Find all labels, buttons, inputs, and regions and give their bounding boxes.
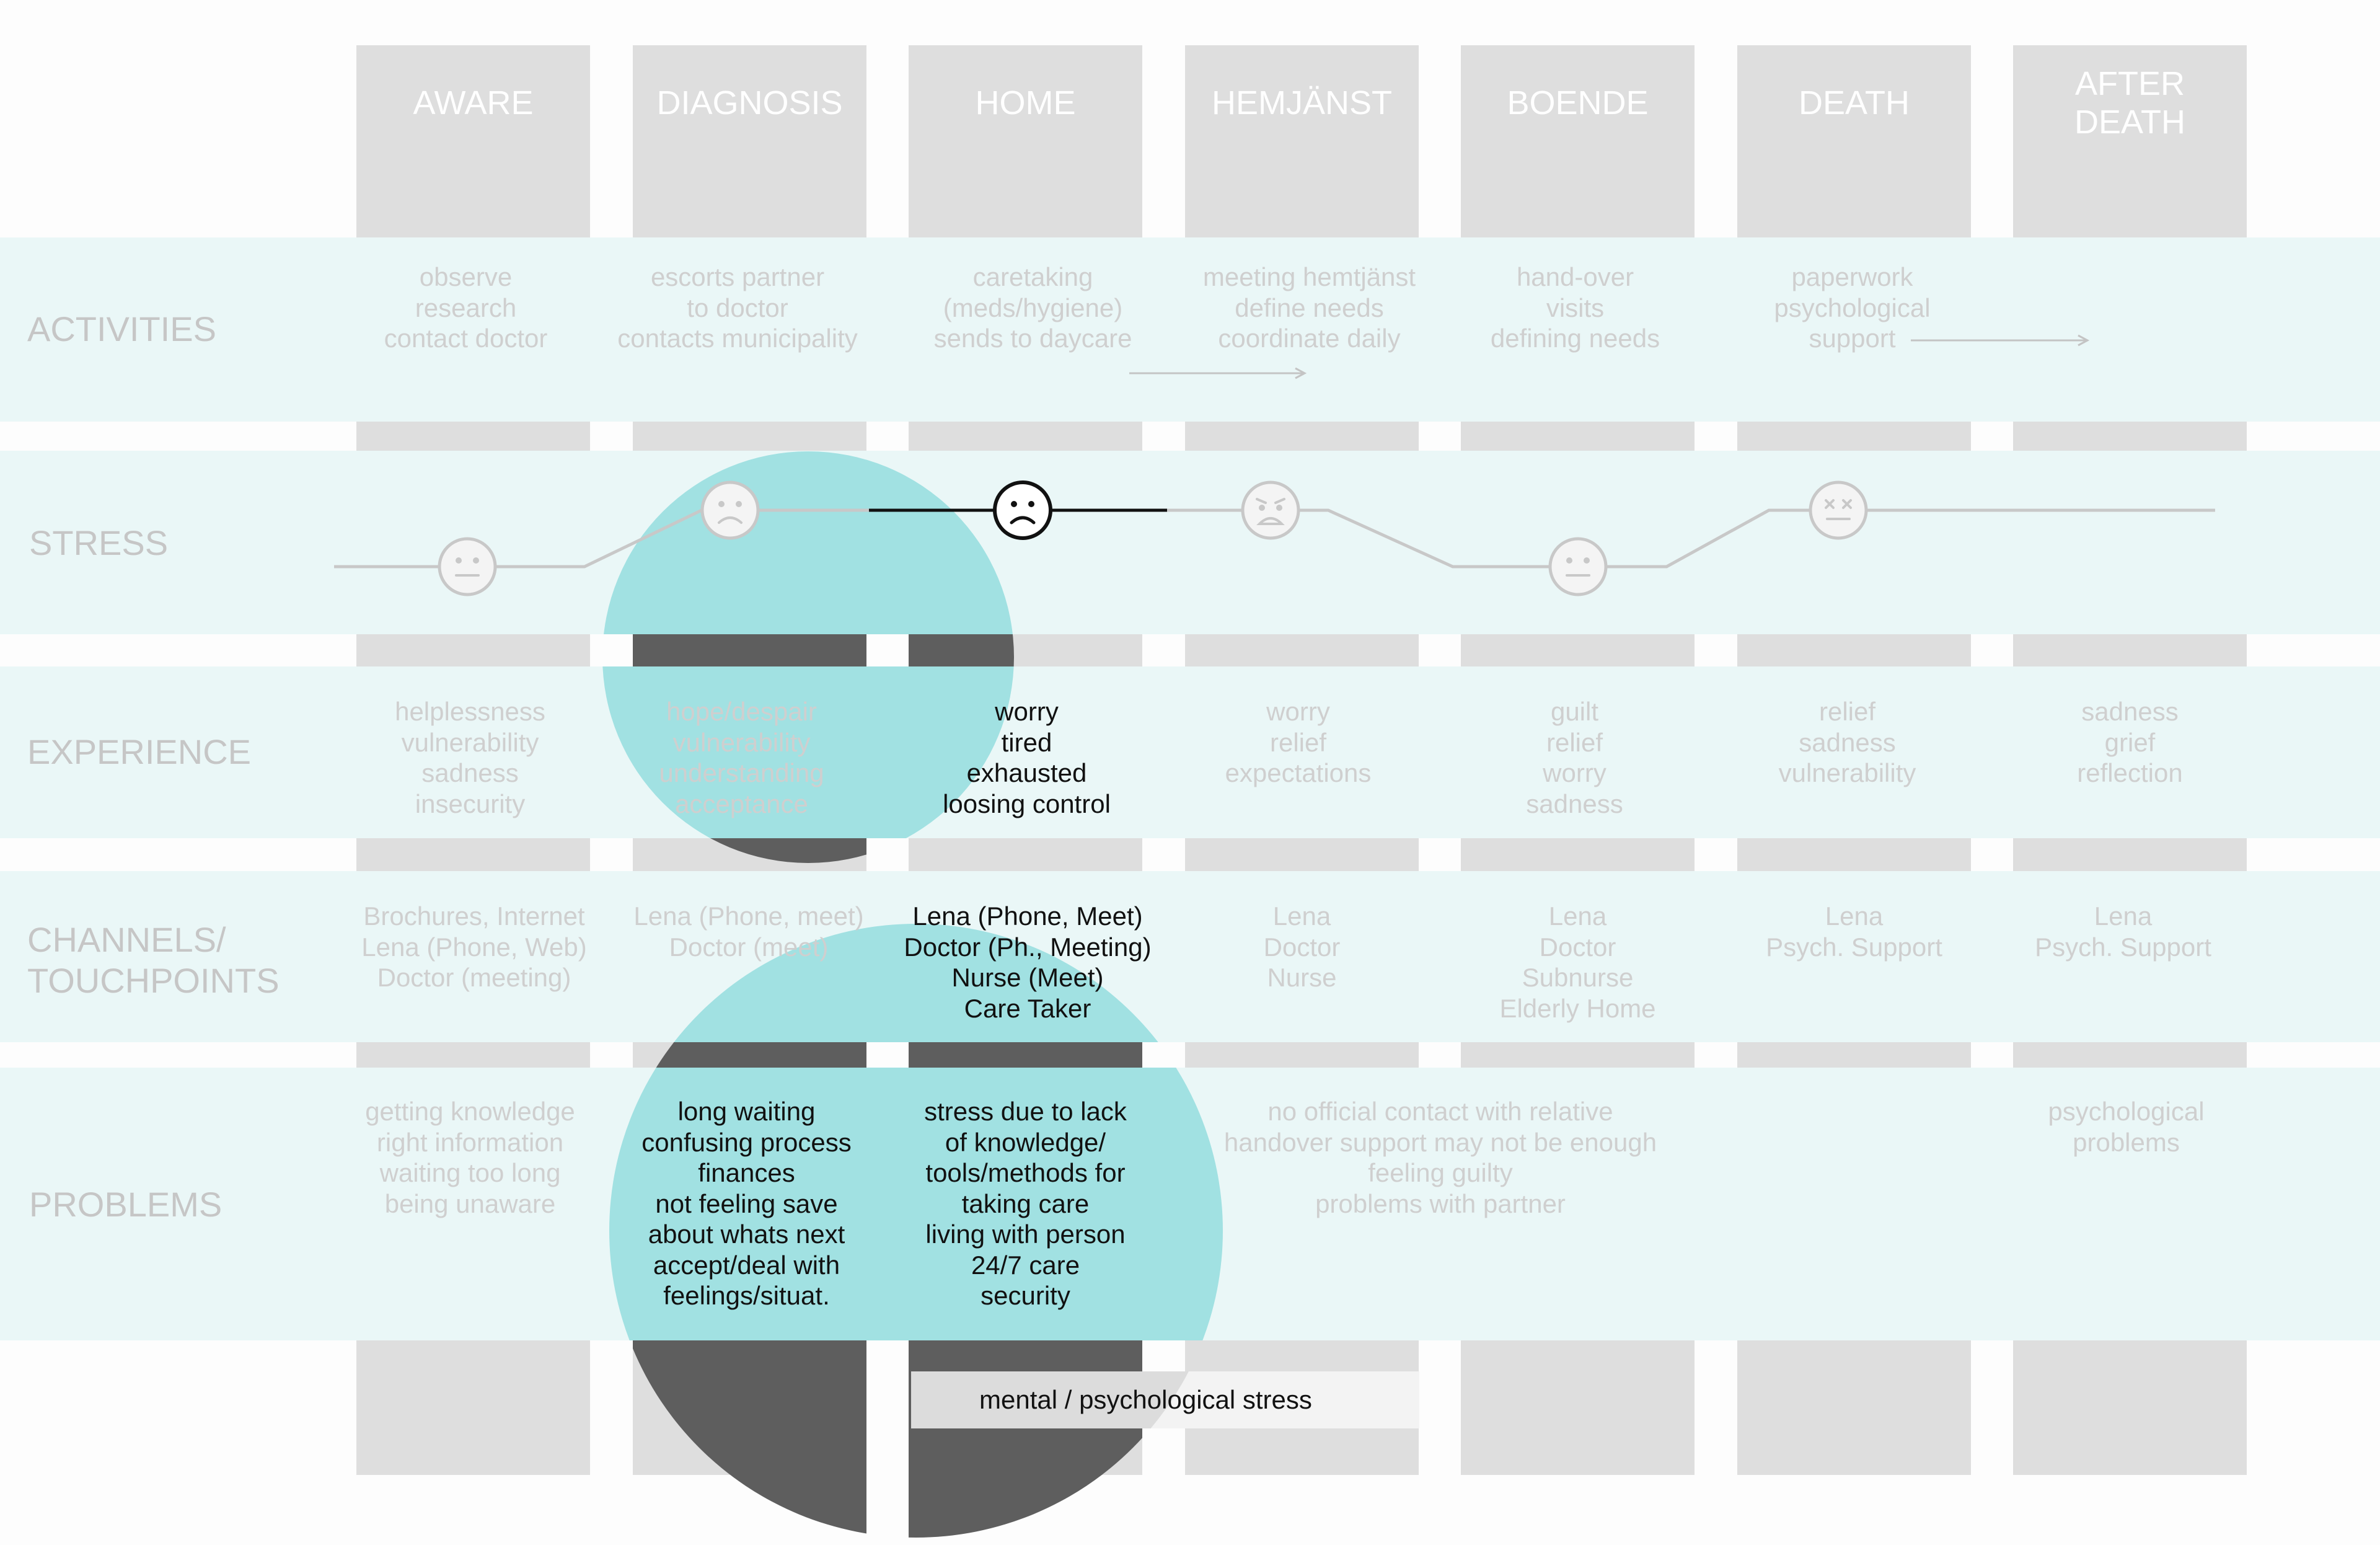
channels-after-death: Lena Psych. Support [2035,901,2211,962]
experience-death: relief sadness vulnerability [1778,697,1916,787]
band-channels [0,871,2380,1042]
distressed-face-icon [1241,480,1300,540]
experience-hemjanst: worry relief expectations [1225,697,1372,787]
activity-boende: hand-over visits defining needs [1490,262,1660,353]
row-label-experience: EXPERIENCE [27,732,251,771]
mental-stress-label: mental / psychological stress [979,1385,1312,1414]
channels-boende: Lena Doctor Subnurse Elderly Home [1499,901,1656,1023]
problems-diagnosis: long waiting confusing process finances … [641,1097,852,1310]
activity-death: paperwork psychological support [1774,262,1931,353]
channels-home: Lena (Phone, Meet) Doctor (Ph., Meeting)… [904,901,1152,1023]
activity-diagnosis: escorts partner to doctor contacts munic… [617,262,858,353]
activity-hemjanst: meeting hemtjänst define needs coordinat… [1202,262,1416,353]
channels-aware: Brochures, Internet Lena (Phone, Web) Do… [361,901,587,992]
activity-arrows [1129,334,2090,379]
stage-header-home: HOME [975,84,1076,122]
sad-face-icon [993,480,1052,540]
experience-diagnosis: hope/despair vulnerability understanding… [659,697,824,818]
stage-header-diagnosis: DIAGNOSIS [656,84,843,122]
activity-aware: observe research contact doctor [384,262,548,353]
neutral-face-icon [438,537,497,596]
channels-diagnosis: Lena (Phone, meet) Doctor (meet) [633,901,864,962]
dizzy-face-icon [1809,480,1868,540]
experience-aware: helplessness vulnerability sadness insec… [395,697,545,818]
row-label-problems: PROBLEMS [29,1185,223,1224]
problems-aware: getting knowledge right information wait… [365,1097,575,1218]
sad-face-icon [700,480,760,540]
stage-header-hemjanst: HEMJÄNST [1211,84,1392,122]
neutral-face-icon [1548,537,1608,596]
experience-after-death: sadness grief reflection [2077,697,2183,787]
stress-highlight-box [911,1371,1419,1428]
channels-death: Lena Psych. Support [1766,901,1942,962]
experience-home: worry tired exhausted loosing control [943,697,1111,818]
row-label-stress: STRESS [29,523,169,562]
activity-home: caretaking (meds/hygiene) sends to dayca… [933,262,1132,353]
band-experience [0,666,2380,838]
stage-header-after-death: AFTER DEATH [2074,65,2185,141]
stage-header-aware: AWARE [413,84,534,122]
problems-after-death: psychological problems [2048,1097,2205,1157]
row-label-activities: ACTIVITIES [27,309,216,348]
stage-header-death: DEATH [1798,84,1910,122]
problems-home: stress due to lack of knowledge/ tools/m… [924,1097,1127,1310]
band-activities [0,237,2380,422]
stage-header-boende: BOENDE [1507,84,1649,122]
problems-hemjanst-boende: no official contact with relative handov… [1223,1097,1657,1218]
experience-boende: guilt relief worry sadness [1526,697,1623,818]
channels-hemjanst: Lena Doctor Nurse [1263,901,1341,992]
band-stress [0,451,2380,634]
row-label-channels: CHANNELS/ TOUCHPOINTS [27,920,280,1000]
